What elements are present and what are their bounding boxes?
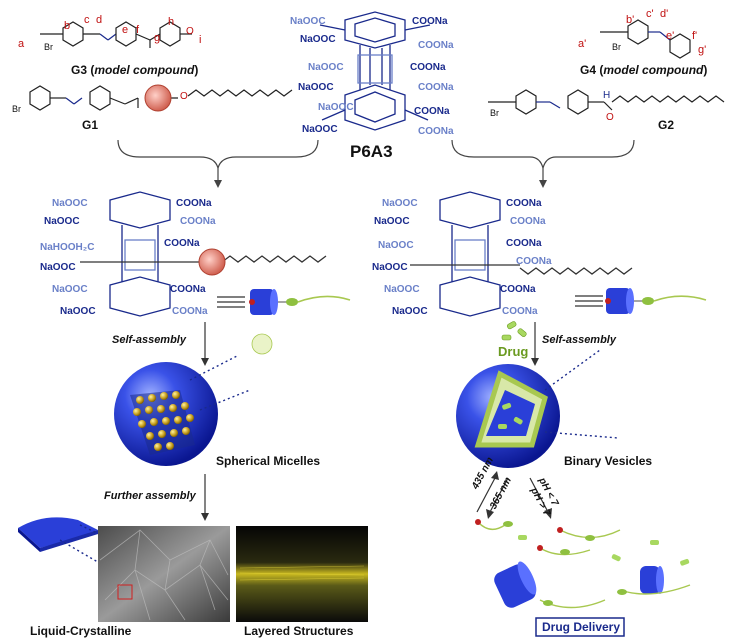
lc-coona-1: COONa (176, 198, 212, 209)
host-naooc-4: NaOOC (298, 82, 334, 93)
rc-naooc-4: NaOOC (372, 262, 408, 273)
rc-naooc-6: NaOOC (392, 306, 428, 317)
g1-structure (29, 85, 293, 111)
g2-nh: H (603, 90, 611, 101)
self-assembly-left-label: Self-assembly (112, 334, 186, 346)
g4-letter-d: d' (660, 8, 669, 20)
drug-pills (501, 321, 527, 341)
g4-letter-g: g' (698, 44, 707, 56)
lc-coona-2: COONa (180, 216, 216, 227)
host-coona-6: COONa (418, 126, 454, 137)
g3-name: G3 (model compound) (71, 63, 199, 77)
lc-naooc-3: NaOOC (40, 262, 76, 273)
g3-letter-c: c (84, 14, 90, 26)
micelle-zoom (251, 333, 273, 355)
p6a3-name: P6A3 (350, 142, 393, 161)
rc-coona-1: COONa (506, 198, 542, 209)
left-merge-bracket (117, 139, 319, 171)
lc-naooc-1: NaOOC (52, 198, 88, 209)
g4-br: Br (612, 42, 621, 52)
g1-br: Br (12, 104, 21, 114)
g3-letter-f: f (136, 24, 140, 36)
lc-micrograph (98, 526, 230, 622)
host-naooc-3: NaOOC (308, 62, 344, 73)
g3-letter-d: d (96, 14, 103, 26)
g1-name: G1 (82, 118, 99, 132)
lc-naooc-2: NaOOC (44, 216, 80, 227)
host-coona-3: COONa (410, 62, 446, 73)
binary-vesicles-label: Binary Vesicles (564, 454, 653, 468)
g4-name: G4 (model compound) (580, 63, 708, 77)
lc-nahooh2c: NaHOOH₂C (40, 242, 95, 253)
drug-label: Drug (498, 344, 529, 359)
g4-letter-b: b' (626, 14, 635, 26)
left-schematic (217, 289, 351, 315)
rc-naooc-2: NaOOC (374, 216, 410, 227)
g2-structure (488, 89, 725, 115)
lc-naooc-4: NaOOC (52, 284, 88, 295)
host-coona-2: COONa (418, 40, 454, 51)
g4-structure (600, 19, 691, 59)
drug-delivery-label: Drug Delivery (542, 620, 621, 634)
g3-oxygen: O (186, 26, 194, 37)
rc-coona-2: COONa (510, 216, 546, 227)
liquid-crystalline-label: Liquid-Crystalline (30, 624, 132, 638)
left-complex-structure (80, 191, 327, 317)
spherical-micelles-label: Spherical Micelles (216, 454, 321, 468)
g4-letter-c: c' (646, 8, 654, 20)
rc-coona-4: COONa (516, 256, 552, 267)
rc-naooc-3: NaOOC (378, 240, 414, 251)
rc-coona-6: COONa (502, 306, 538, 317)
g2-br: Br (490, 108, 499, 118)
host-naooc-6: NaOOC (302, 124, 338, 135)
lc-naooc-5: NaOOC (60, 306, 96, 317)
g3-letter-h: h (168, 16, 175, 28)
right-merge-bracket (451, 139, 635, 171)
rc-coona-3: COONa (506, 238, 542, 249)
g4-letter-e: e' (666, 30, 675, 42)
g3-letter-g: g (154, 32, 161, 44)
lc-coona-4: COONa (170, 284, 206, 295)
host-naooc-1: NaOOC (290, 16, 326, 27)
g4-letter-f: f' (692, 30, 698, 42)
host-coona-5: COONa (414, 106, 450, 117)
rc-coona-5: COONa (500, 284, 536, 295)
lc-coona-3: COONa (164, 238, 200, 249)
g1-highlight (144, 84, 172, 112)
lc-coona-5: COONa (172, 306, 208, 317)
g2-name: G2 (658, 118, 675, 132)
self-assembly-right-label: Self-assembly (542, 334, 616, 346)
g3-letter-e: e (122, 24, 129, 36)
g3-br: Br (44, 42, 53, 52)
host-naooc-5: NaOOC (318, 102, 354, 113)
right-complex-structure (410, 191, 633, 317)
layered-structures-label: Layered Structures (244, 624, 354, 638)
rc-naooc-1: NaOOC (382, 198, 418, 209)
g4-letter-a: a' (578, 38, 587, 50)
drug-delivery-box (535, 617, 625, 637)
film-sheet (18, 517, 98, 552)
host-naooc-2: NaOOC (300, 34, 336, 45)
micelle-balls (133, 391, 194, 451)
g3-letter-i: i (199, 34, 202, 46)
host-coona-1: COONa (412, 16, 448, 27)
g3-letter-b: b (64, 20, 71, 32)
further-assembly-label: Further assembly (104, 490, 196, 502)
g2-oxygen: O (606, 112, 614, 123)
left-complex-highlight (198, 248, 226, 276)
g3-letter-a: a (18, 38, 25, 50)
p6a3-structure (319, 11, 431, 131)
g1-oxygen: O (180, 91, 188, 102)
drug-delivery-scene (475, 519, 691, 632)
host-coona-4: COONa (418, 82, 454, 93)
g3-structure (40, 21, 192, 48)
right-schematic (575, 288, 707, 314)
rc-naooc-5: NaOOC (384, 284, 420, 295)
